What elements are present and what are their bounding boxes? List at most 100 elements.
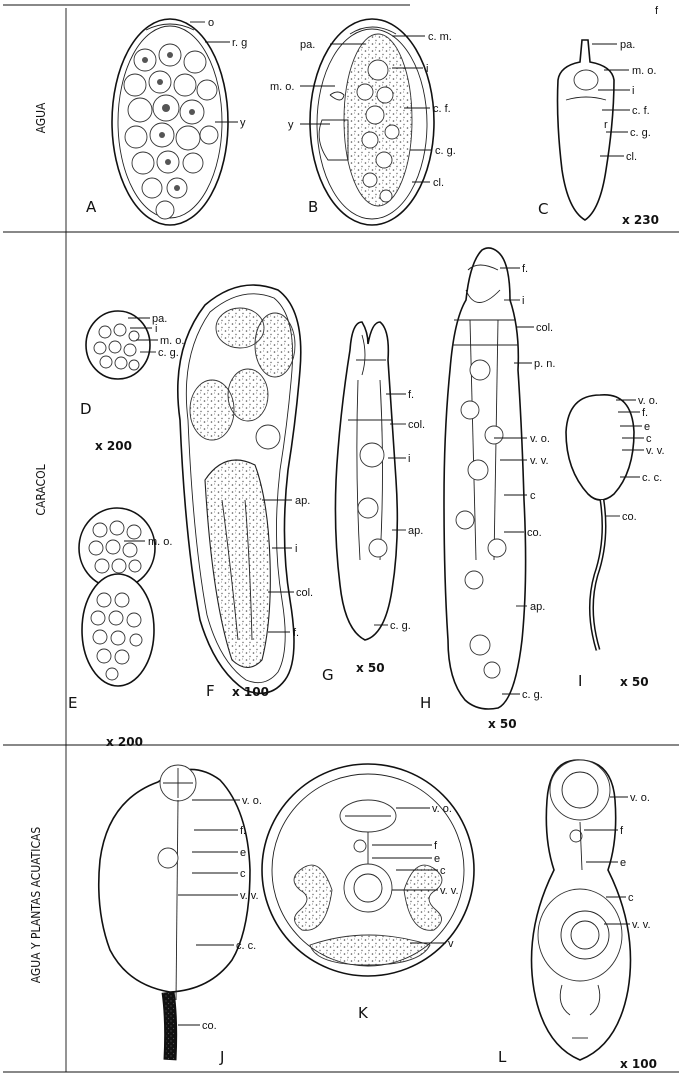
figure-b-label-pa: pa. xyxy=(300,39,315,51)
figure-i-cercaria: v. o. f. e c v. v. c. c. co. I x 50 xyxy=(566,395,665,690)
figure-j-letter: J xyxy=(219,1048,224,1066)
figure-b-letter: B xyxy=(308,198,318,216)
figure-a-label-y: y xyxy=(240,117,246,129)
figure-k-metacercaria: v. o. f e c v. v. v K xyxy=(262,764,474,1022)
figure-b-egg-miracidium: pa. c. m. i m. o. c. f. y c. g. cl. B xyxy=(270,19,456,225)
figure-b-label-cf: c. f. xyxy=(433,103,451,115)
figure-d-sporocyst: pa. i m. o. c. g. D x 200 xyxy=(80,311,184,453)
figure-j-label-e: e xyxy=(240,847,246,859)
figure-h-label-cg: c. g. xyxy=(522,689,543,701)
figure-i-label-cc: c. c. xyxy=(642,472,662,484)
figure-f-label-col: col. xyxy=(296,587,313,599)
figure-e-dividing-sporocyst: m. o. E x 200 xyxy=(68,508,172,749)
figure-b-label-mo: m. o. xyxy=(270,81,294,93)
figure-g-label-ap: ap. xyxy=(408,525,423,537)
figure-j-cercaria: v. o. f. e c v. v. c. c. co. J xyxy=(99,765,262,1066)
figure-f-rediae: ap. i col. f. F x 100 xyxy=(178,285,313,700)
figure-c-label-cg: c. g. xyxy=(630,127,651,139)
figure-i-label-c: c xyxy=(646,433,652,445)
figure-d-label-i: i xyxy=(155,323,157,335)
figure-c-label-cl: cl. xyxy=(626,151,637,163)
figure-a-letter: A xyxy=(86,198,97,216)
figure-e-magnification: x 200 xyxy=(106,735,143,749)
figure-h-label-pn: p. n. xyxy=(534,358,555,370)
figure-f-label-i: i xyxy=(295,543,297,555)
figure-d-magnification: x 200 xyxy=(95,439,132,453)
figure-j-label-vv: v. v. xyxy=(240,890,259,902)
figure-k-label-v: v xyxy=(448,938,454,950)
figure-g-label-cg: c. g. xyxy=(390,620,411,632)
figure-f-label-f: f. xyxy=(293,627,299,639)
figure-h-magnification: x 50 xyxy=(488,717,517,731)
figure-b-label-cm: c. m. xyxy=(428,31,452,43)
figure-l-letter: L xyxy=(498,1048,507,1066)
figure-k-letter: K xyxy=(358,1004,369,1022)
figure-c-letter: C xyxy=(538,200,548,218)
figure-f-label-ap: ap. xyxy=(295,495,310,507)
section-label-plantas: AGUA Y PLANTAS ACUATICAS xyxy=(29,827,43,984)
figure-f-magnification: x 100 xyxy=(232,685,269,699)
figure-h-label-c: c xyxy=(530,490,536,502)
figure-h-label-ap: ap. xyxy=(530,601,545,613)
figure-b-label-cl: cl. xyxy=(433,177,444,189)
figure-i-magnification: x 50 xyxy=(620,675,649,689)
figure-l-magnification: x 100 xyxy=(620,1057,657,1071)
figure-k-label-vv: v. v. xyxy=(440,885,459,897)
figure-b-label-cg: c. g. xyxy=(435,145,456,157)
figure-c-label-mo: m. o. xyxy=(632,65,656,77)
figure-i-label-f: f. xyxy=(642,407,648,419)
figure-e-letter: E xyxy=(68,694,77,712)
figure-j-label-vo: v. o. xyxy=(242,795,262,807)
figure-l-label-c: c xyxy=(628,892,634,904)
figure-k-label-vo: v. o. xyxy=(432,803,452,815)
figure-i-label-vv: v. v. xyxy=(646,445,665,457)
figure-c-label-pa: pa. xyxy=(620,39,635,51)
figure-c-label-f: f xyxy=(655,5,659,17)
figure-g-redia: f. col. i ap. c. g. G x 50 xyxy=(322,322,425,684)
figure-e-label-mo: m. o. xyxy=(148,536,172,548)
figure-i-label-e: e xyxy=(644,421,650,433)
figure-a-label-rg: r. g xyxy=(232,37,247,49)
figure-l-label-f: f xyxy=(620,825,624,837)
figure-a-egg: o r. g y A xyxy=(86,17,247,225)
section-label-caracol: CARACOL xyxy=(34,464,48,515)
figure-c-label-i: i xyxy=(632,85,634,97)
figure-h-redia-with-cercariae: f. i col. p. n. v. o. v. v. c co. ap. c.… xyxy=(420,248,555,731)
figure-h-label-col: col. xyxy=(536,322,553,334)
figure-g-letter: G xyxy=(322,666,334,684)
figure-c-label-cf: c. f. xyxy=(632,105,650,117)
figure-g-label-i: i xyxy=(408,453,410,465)
figure-i-label-vo: v. o. xyxy=(638,395,658,407)
figure-h-label-vo: v. o. xyxy=(530,433,550,445)
figure-f-letter: F xyxy=(206,682,215,700)
figure-h-label-vv: v. v. xyxy=(530,455,549,467)
figure-b-label-i: i xyxy=(426,63,428,75)
section-label-agua: AGUA xyxy=(34,102,48,133)
figure-l-label-vv: v. v. xyxy=(632,919,651,931)
figure-k-label-c: c xyxy=(440,865,446,877)
figure-d-label-cg: c. g. xyxy=(158,347,179,359)
figure-j-label-cc: c. c. xyxy=(236,940,256,952)
figure-g-label-f: f. xyxy=(408,389,414,401)
figure-b-label-y: y xyxy=(288,119,294,131)
figure-g-magnification: x 50 xyxy=(356,661,385,675)
figure-c-miracidium: pa. f m. o. i c. f. r c. g. cl. C x 230 xyxy=(538,5,659,227)
figure-i-label-co: co. xyxy=(622,511,637,523)
figure-i-letter: I xyxy=(578,672,582,690)
figure-l-young-fluke: v. o. f e c v. v. L x 100 xyxy=(498,760,657,1071)
figure-d-letter: D xyxy=(80,400,92,418)
figure-l-label-e: e xyxy=(620,857,626,869)
figure-k-label-e: e xyxy=(434,853,440,865)
figure-h-label-f: f. xyxy=(522,263,528,275)
figure-l-label-vo: v. o. xyxy=(630,792,650,804)
figure-h-label-i: i xyxy=(522,295,524,307)
figure-c-magnification: x 230 xyxy=(622,213,659,227)
figure-g-label-col: col. xyxy=(408,419,425,431)
figure-c-label-r: r xyxy=(604,119,608,131)
figure-j-label-f: f. xyxy=(240,825,246,837)
figure-h-label-co: co. xyxy=(527,527,542,539)
figure-a-label-o: o xyxy=(208,17,214,29)
figure-d-label-mo: m. o. xyxy=(160,335,184,347)
figure-j-label-c: c xyxy=(240,868,246,880)
